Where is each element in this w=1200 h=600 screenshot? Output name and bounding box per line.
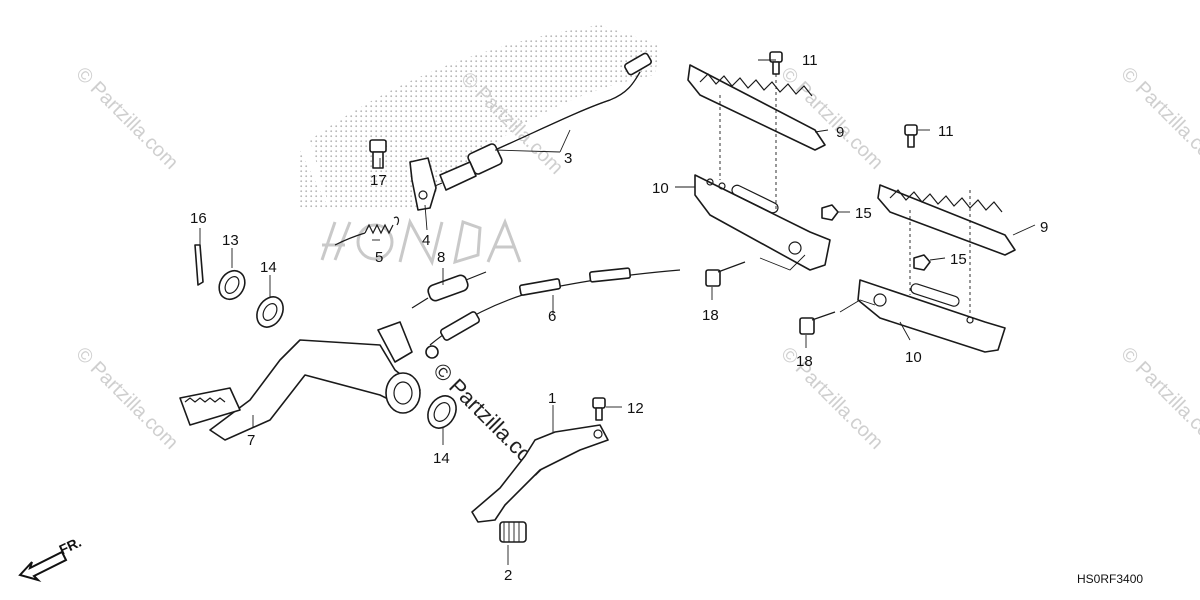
callout-10: 10: [905, 349, 922, 366]
front-label: FR.: [57, 534, 84, 558]
part-10-footpeg-bracket-left: [694, 174, 831, 271]
callout-labels: 1 2 3 4 5 6 7 8 9 9 10 10 11 11 12 13 14…: [190, 52, 1048, 584]
callout-11: 11: [938, 123, 954, 140]
part-6-cable: [425, 267, 681, 359]
part-16-cotter-pin: [194, 244, 204, 286]
part-14-seal: [427, 395, 457, 429]
callout-9: 9: [836, 124, 844, 141]
part-8-spring: [411, 271, 487, 309]
callout-1: 1: [548, 390, 556, 407]
callout-14: 14: [260, 259, 277, 276]
callout-18: 18: [796, 353, 813, 370]
part-11-bolt: [769, 51, 783, 75]
callout-11: 11: [802, 52, 818, 69]
callout-6: 6: [548, 308, 556, 325]
front-arrow-icon: [18, 550, 68, 582]
callout-3: 3: [564, 150, 572, 167]
part-10-footpeg-bracket-right: [857, 279, 1006, 353]
part-17-bolt: [369, 139, 387, 169]
part-15-nut: [821, 204, 839, 221]
callout-10: 10: [652, 180, 669, 197]
part-12-bolt: [592, 397, 606, 421]
part-13-washer: [218, 269, 246, 301]
callout-18: 18: [702, 307, 719, 324]
callout-7: 7: [247, 432, 255, 449]
callout-14: 14: [433, 450, 450, 467]
leader-lines: [199, 59, 1036, 565]
part-18-bolt: [705, 261, 746, 287]
watermark-text: © Partzilla.com: [1116, 63, 1200, 174]
part-7-brake-pedal: [179, 321, 421, 441]
diagram-code: HS0RF3400: [1077, 572, 1143, 586]
callout-15: 15: [855, 205, 872, 222]
part-2-rubber: [499, 521, 527, 543]
honda-wing-logo: [300, 25, 660, 267]
part-3-brake-switch-cable: [429, 52, 652, 191]
watermark-text: © Partzilla.com: [776, 343, 887, 454]
part-9-footpeg-right: [877, 184, 1016, 256]
callout-12: 12: [627, 400, 644, 417]
front-direction-indicator: FR.: [18, 534, 84, 582]
callout-16: 16: [190, 210, 207, 227]
callout-13: 13: [222, 232, 239, 249]
watermark-text: © Partzilla.com: [1116, 343, 1200, 454]
callout-2: 2: [504, 567, 512, 584]
part-15-nut: [913, 254, 931, 271]
part-9-footpeg-left: [687, 64, 826, 151]
callout-4: 4: [422, 232, 430, 249]
part-11-bolt: [904, 124, 918, 148]
callout-15: 15: [950, 251, 967, 268]
callout-17: 17: [370, 172, 387, 189]
callout-5: 5: [375, 249, 383, 266]
part-4-switch-bracket: [409, 157, 437, 211]
part-18-bolt: [799, 311, 836, 335]
part-5-spring: [334, 216, 400, 246]
watermark-text: © Partzilla.com: [71, 63, 182, 174]
part-14-seal: [256, 296, 284, 328]
watermark-text: © Partzilla.com: [71, 343, 182, 454]
part-1-shift-lever: [471, 424, 609, 523]
callout-8: 8: [437, 249, 445, 266]
callout-9: 9: [1040, 219, 1048, 236]
